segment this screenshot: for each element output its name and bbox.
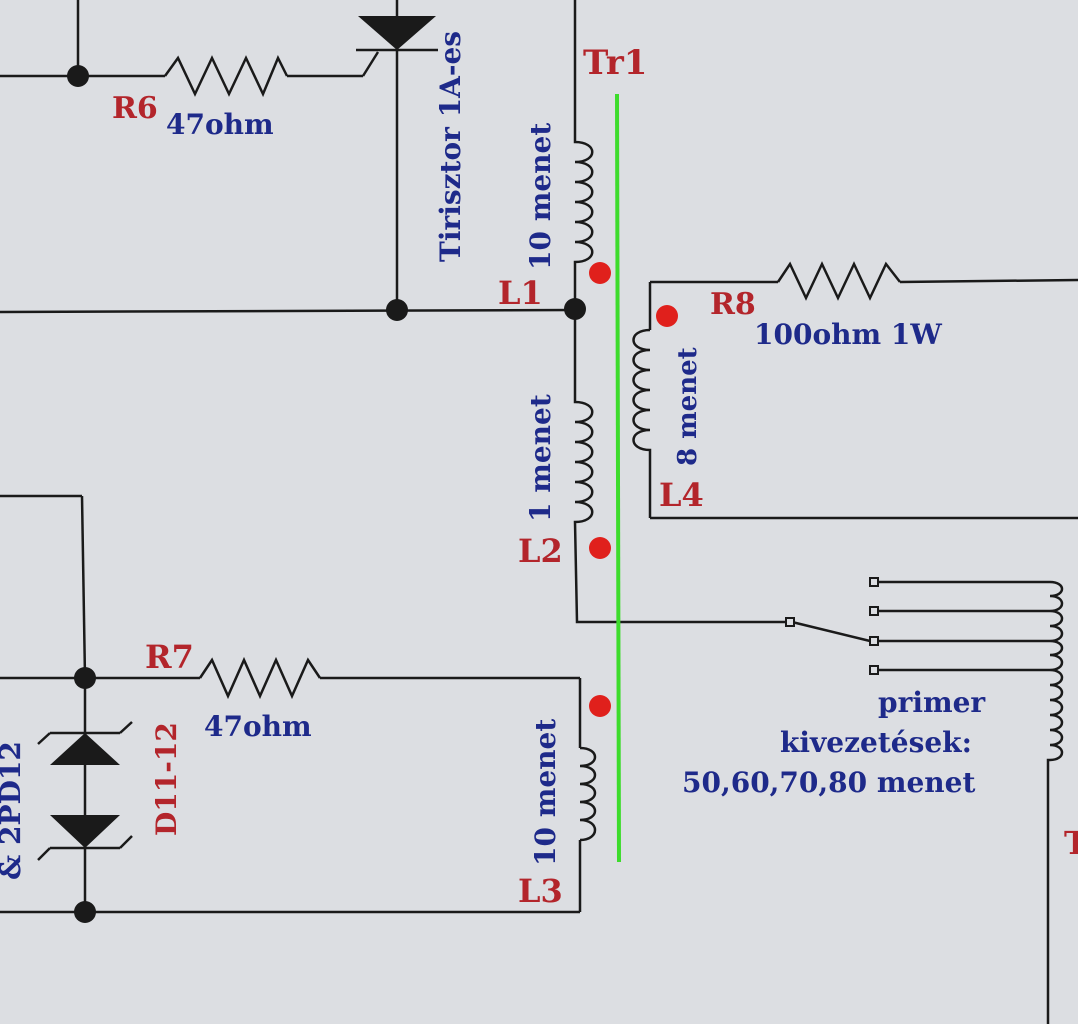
primary-tap-switch [785, 577, 1050, 675]
zener-label: & 2PD12 [0, 741, 27, 880]
l1-turns-label: 10 menet [524, 123, 557, 270]
zener-diodes-symbol [37, 721, 133, 861]
l1-label: L1 [498, 274, 543, 312]
r8-label: R8 [710, 287, 756, 322]
tr1-label: Tr1 [583, 43, 647, 83]
top-wires [0, 0, 577, 314]
r7-value-label: 47ohm [204, 710, 312, 743]
polarity-dot-l1 [589, 262, 611, 284]
r7-label: R7 [145, 638, 194, 676]
l4-coil-symbol [632, 328, 652, 518]
r6-label: R6 [112, 91, 158, 126]
primer-label-line2: kivezetések: [780, 726, 972, 759]
polarity-dot-l4 [656, 305, 678, 327]
thyristor-symbol [356, 16, 438, 52]
r8-resistor-symbol [776, 261, 901, 301]
r8-l4-loop [648, 261, 1078, 520]
l4-turns-label: 8 menet [673, 347, 703, 466]
r6-resistor-symbol [163, 54, 289, 98]
junction-dots [67, 65, 586, 923]
r6-value-label: 47ohm [166, 108, 274, 141]
l3-label: L3 [518, 872, 563, 910]
primer-label-line1: primer [878, 686, 986, 719]
junction-dot [67, 65, 89, 87]
transformer-core [615, 93, 621, 863]
primer-label-line3: 50,60,70,80 menet [682, 766, 975, 799]
polarity-dot-l3 [589, 695, 611, 717]
r7-resistor-symbol [198, 656, 322, 700]
l3-coil-symbol [579, 746, 597, 842]
junction-dot [386, 299, 408, 321]
edge-label-partial: T [1064, 824, 1078, 862]
l2-coil-symbol [573, 310, 788, 624]
diode-label: D11-12 [150, 722, 183, 836]
polarity-dots [589, 262, 678, 717]
r8-value-label: 100ohm 1W [754, 318, 942, 351]
primary-coil-symbol [1046, 580, 1064, 1024]
l4-label: L4 [659, 476, 704, 514]
polarity-dot-l2 [589, 537, 611, 559]
l2-label: L2 [518, 532, 563, 570]
thyristor-label: Tirisztor 1A-es [434, 31, 467, 262]
l1-coil-symbol [573, 140, 594, 310]
l3-turns-label: 10 menet [529, 719, 562, 866]
l2-turns-label: 1 menet [524, 394, 557, 522]
bottom-left-wires [0, 494, 582, 914]
